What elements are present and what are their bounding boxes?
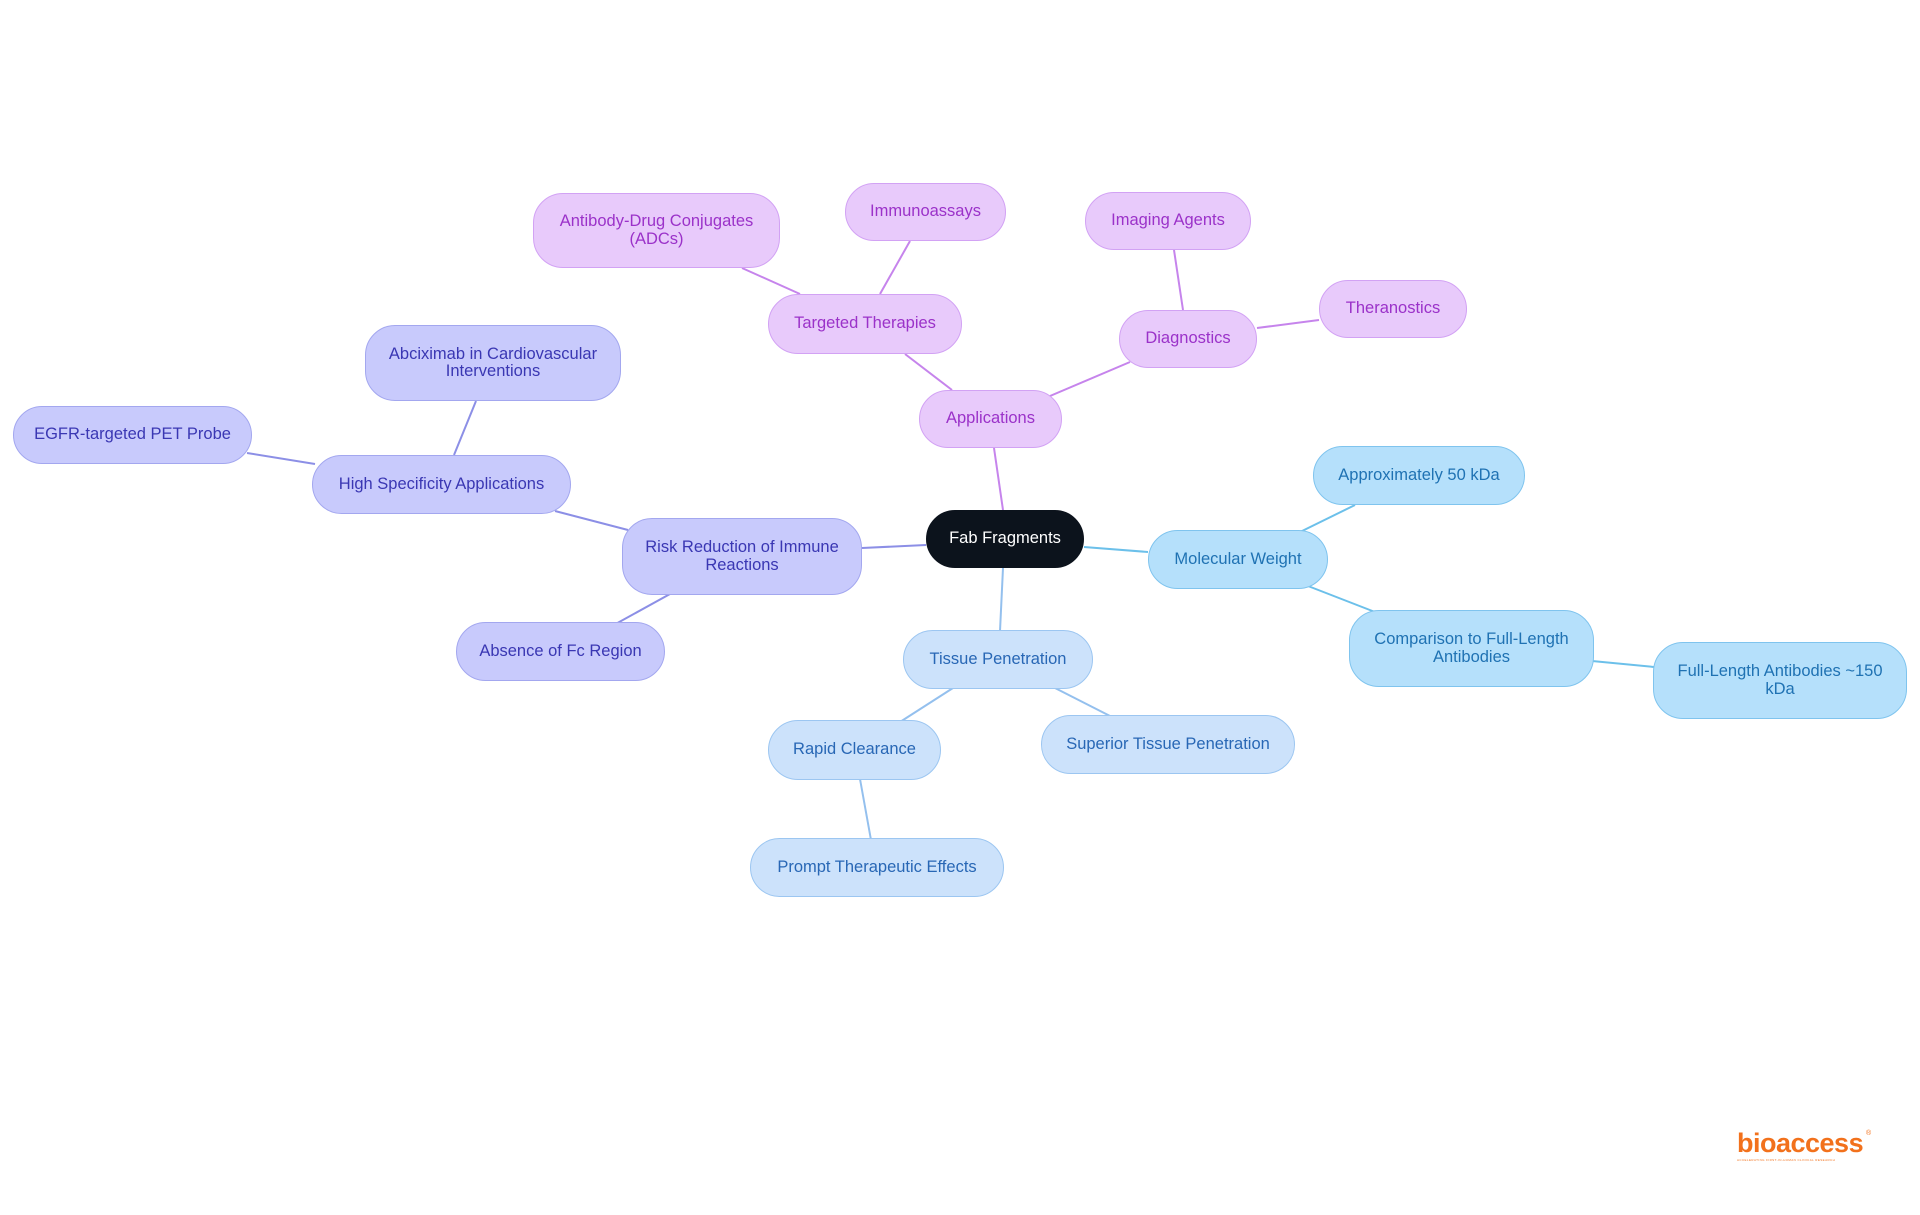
node-theranostics-label: Theranostics xyxy=(1345,299,1441,318)
node-risk-reduction[interactable]: Risk Reduction of Immune Reactions xyxy=(622,518,862,595)
root-node-label: Fab Fragments xyxy=(949,529,1061,548)
node-full-length-line2: kDa xyxy=(1765,679,1795,698)
edge-risk-absence xyxy=(611,593,671,627)
node-targeted-therapies[interactable]: Targeted Therapies xyxy=(768,294,962,354)
node-applications-label: Applications xyxy=(946,409,1035,428)
edge-comparison-fulllength xyxy=(1591,660,1655,668)
edge-tissue-rapid xyxy=(899,687,954,723)
edge-molecular-comparison xyxy=(1307,585,1376,613)
node-full-length-150-kda[interactable]: Full-Length Antibodies ~150 kDa xyxy=(1653,642,1907,719)
node-risk-reduction-line1: Risk Reduction of Immune xyxy=(645,538,839,557)
edge-targeted-immunoassays xyxy=(879,240,911,295)
node-abciximab-line1: Abciximab in Cardiovascular xyxy=(388,344,598,363)
edge-applications-targeted xyxy=(904,353,953,391)
node-absence-of-fc-region[interactable]: Absence of Fc Region xyxy=(456,622,665,681)
node-adc-line1: Antibody-Drug Conjugates xyxy=(559,212,754,231)
node-high-specificity-applications[interactable]: High Specificity Applications xyxy=(312,455,571,514)
node-applications[interactable]: Applications xyxy=(919,390,1062,448)
node-comparison-full-length[interactable]: Comparison to Full-Length Antibodies xyxy=(1349,610,1594,687)
edge-diagnostics-imaging xyxy=(1173,249,1184,311)
edge-highspec-egfr xyxy=(246,452,316,465)
edge-targeted-adc xyxy=(741,267,801,295)
node-imaging-agents-label: Imaging Agents xyxy=(1111,211,1225,230)
registered-mark-icon: ® xyxy=(1866,1130,1872,1137)
edge-tissue-superior xyxy=(1054,687,1113,718)
logo-tagline: ACCELERATING FIRST-IN-HUMAN CLINICAL RES… xyxy=(1737,1158,1836,1162)
edge-highspec-abciximab xyxy=(453,400,477,456)
node-approx-label: Approximately 50 kDa xyxy=(1338,465,1500,484)
node-antibody-drug-conjugates[interactable]: Antibody-Drug Conjugates (ADCs) xyxy=(533,193,780,268)
node-rapid-clearance[interactable]: Rapid Clearance xyxy=(768,720,941,780)
node-risk-reduction-line2: Reactions xyxy=(705,555,779,574)
node-superior-label: Superior Tissue Penetration xyxy=(1066,734,1270,753)
edge-root-tissue xyxy=(999,567,1004,632)
edge-root-risk xyxy=(861,544,927,549)
node-rapid-clearance-label: Rapid Clearance xyxy=(793,740,916,759)
node-abciximab[interactable]: Abciximab in Cardiovascular Intervention… xyxy=(365,325,621,401)
edge-root-applications xyxy=(993,447,1004,511)
node-approximately-50-kda[interactable]: Approximately 50 kDa xyxy=(1313,446,1525,505)
node-abciximab-line2: Interventions xyxy=(445,362,541,380)
node-molecular-weight[interactable]: Molecular Weight xyxy=(1148,530,1328,589)
node-immunoassays[interactable]: Immunoassays xyxy=(845,183,1006,241)
node-imaging-agents[interactable]: Imaging Agents xyxy=(1085,192,1251,250)
node-prompt-effects-label: Prompt Therapeutic Effects xyxy=(777,857,977,876)
node-comparison-line1: Comparison to Full-Length xyxy=(1374,630,1569,649)
node-diagnostics[interactable]: Diagnostics xyxy=(1119,310,1257,368)
node-egfr-pet-probe[interactable]: EGFR-targeted PET Probe xyxy=(13,406,252,464)
node-tissue-penetration[interactable]: Tissue Penetration xyxy=(903,630,1093,689)
node-absence-fc-label: Absence of Fc Region xyxy=(479,641,642,660)
edge-risk-highspec xyxy=(554,510,629,531)
root-node-fab-fragments[interactable]: Fab Fragments xyxy=(926,510,1084,568)
edge-root-molecular xyxy=(1083,546,1149,553)
node-egfr-label: EGFR-targeted PET Probe xyxy=(34,425,231,444)
node-targeted-therapies-label: Targeted Therapies xyxy=(794,314,936,333)
node-immunoassays-label: Immunoassays xyxy=(870,202,981,221)
node-full-length-line1: Full-Length Antibodies ~150 xyxy=(1677,662,1883,681)
node-prompt-therapeutic-effects[interactable]: Prompt Therapeutic Effects xyxy=(750,838,1004,897)
edge-applications-diagnostics xyxy=(1049,361,1131,397)
edge-molecular-approx xyxy=(1297,504,1356,534)
node-diagnostics-label: Diagnostics xyxy=(1145,329,1231,348)
node-superior-tissue-penetration[interactable]: Superior Tissue Penetration xyxy=(1041,715,1295,774)
node-tissue-penetration-label: Tissue Penetration xyxy=(929,649,1067,668)
node-comparison-line2: Antibodies xyxy=(1432,647,1511,666)
logo-wordmark: bioaccess xyxy=(1737,1128,1864,1158)
node-molecular-weight-label: Molecular Weight xyxy=(1174,549,1302,568)
edge-rapid-prompt xyxy=(859,778,872,841)
bioaccess-logo: bioaccess ACCELERATING FIRST-IN-HUMAN CL… xyxy=(1737,1130,1877,1166)
node-theranostics[interactable]: Theranostics xyxy=(1319,280,1467,338)
node-adc-line2: (ADCs) xyxy=(629,229,684,248)
node-high-specificity-label: High Specificity Applications xyxy=(338,474,545,493)
edge-diagnostics-theranostics xyxy=(1256,319,1320,329)
